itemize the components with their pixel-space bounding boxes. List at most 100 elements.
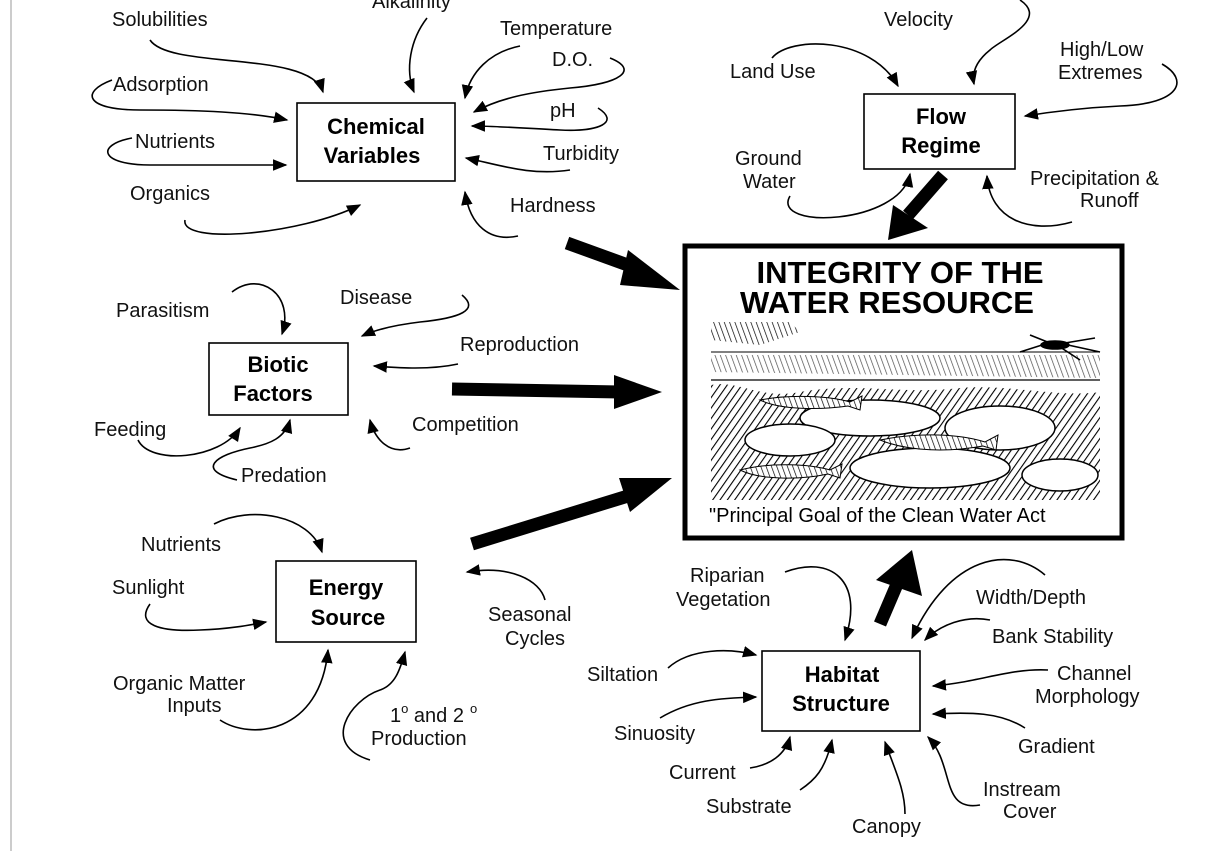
energy-source-group: Energy Source Nutrients Sunlight Organic… bbox=[112, 478, 672, 761]
label-siltation: Siltation bbox=[587, 664, 658, 686]
flow-regime-box bbox=[863, 93, 1016, 170]
label-temperature: Temperature bbox=[500, 18, 612, 40]
label-do: D.O. bbox=[552, 49, 593, 71]
label-bank-stability: Bank Stability bbox=[992, 626, 1113, 648]
arrow-ground-water bbox=[787, 172, 914, 219]
chemical-variables-box bbox=[296, 102, 456, 182]
arrow-hardness bbox=[461, 190, 519, 238]
arrow-competition bbox=[367, 418, 411, 451]
label-seasonal-1: Seasonal bbox=[488, 604, 571, 626]
label-reproduction: Reproduction bbox=[460, 334, 579, 356]
label-ph: pH bbox=[550, 100, 576, 122]
biotic-to-integrity-arrow bbox=[451, 382, 621, 399]
habitat-structure-box bbox=[761, 650, 921, 732]
label-organic-1: Organic Matter bbox=[113, 673, 246, 695]
energy-to-integrity-arrowhead bbox=[619, 478, 672, 512]
arrow-riparian bbox=[784, 566, 855, 642]
label-parasitism: Parasitism bbox=[116, 300, 209, 322]
energy-source-title-1: Energy bbox=[309, 575, 384, 600]
production-1-sup: o bbox=[401, 701, 408, 716]
integrity-title-2: WATER RESOURCE bbox=[740, 285, 1034, 320]
integrity-title-1: INTEGRITY OF THE bbox=[756, 255, 1043, 290]
stream-illustration bbox=[711, 320, 1103, 500]
label-riparian-2: Vegetation bbox=[676, 589, 771, 611]
arrow-land-use bbox=[771, 43, 899, 88]
habitat-to-integrity-arrow bbox=[874, 579, 904, 627]
habitat-structure-title-2: Structure bbox=[792, 691, 890, 716]
energy-source-title-2: Source bbox=[311, 605, 386, 630]
label-seasonal-2: Cycles bbox=[505, 628, 565, 650]
energy-to-integrity-arrow bbox=[470, 489, 630, 551]
production-2-sup: o bbox=[470, 701, 477, 716]
flow-regime-group: Flow Regime Velocity Land Use High/Low E… bbox=[730, 0, 1178, 240]
label-high-low-2: Extremes bbox=[1058, 62, 1142, 84]
production-and-2: and 2 bbox=[408, 705, 464, 727]
chemical-variables-group: Chemical Variables Solubilities Alkalini… bbox=[91, 0, 625, 238]
integrity-group: INTEGRITY OF THE WATER RESOURCE bbox=[682, 243, 1125, 541]
arrow-channel bbox=[931, 669, 1049, 691]
label-organics: Organics bbox=[130, 183, 210, 205]
flow-regime-title-2: Regime bbox=[901, 133, 980, 158]
label-sinuosity: Sinuosity bbox=[614, 723, 695, 745]
arrow-precip bbox=[982, 174, 1073, 227]
arrow-substrate bbox=[799, 738, 835, 791]
arrow-bank-stability bbox=[923, 617, 991, 642]
arrow-ph bbox=[470, 107, 608, 132]
label-high-low-1: High/Low bbox=[1060, 39, 1144, 61]
label-disease: Disease bbox=[340, 287, 412, 309]
arrow-feeding bbox=[137, 426, 241, 457]
arrow-alkalinity bbox=[403, 17, 428, 94]
arrow-high-low bbox=[1023, 63, 1178, 120]
label-instream-2: Cover bbox=[1003, 801, 1057, 823]
label-channel-2: Morphology bbox=[1035, 686, 1140, 708]
chemical-to-integrity-arrowhead bbox=[620, 250, 680, 290]
chemical-variables-title-2: Variables bbox=[324, 143, 421, 168]
label-land-use: Land Use bbox=[730, 61, 816, 83]
label-canopy: Canopy bbox=[852, 816, 921, 838]
arrow-organics bbox=[184, 204, 362, 235]
arrow-width-depth bbox=[911, 558, 1046, 640]
label-ground-water-2: Water bbox=[743, 171, 796, 193]
arrow-nutrients-chem bbox=[107, 137, 288, 171]
label-production-2: Production bbox=[371, 728, 467, 750]
chemical-variables-title-1: Chemical bbox=[327, 114, 425, 139]
label-nutrients-chem: Nutrients bbox=[135, 131, 215, 153]
label-ground-water-1: Ground bbox=[735, 148, 802, 170]
label-alkalinity: Alkalinity bbox=[372, 0, 451, 13]
arrow-sinuosity bbox=[659, 691, 758, 719]
label-turbidity: Turbidity bbox=[543, 143, 619, 165]
label-width-depth: Width/Depth bbox=[976, 587, 1086, 609]
label-hardness: Hardness bbox=[510, 195, 596, 217]
arrow-current bbox=[749, 735, 793, 769]
label-instream-1: Instream bbox=[983, 779, 1061, 801]
arrow-gradient bbox=[931, 707, 1026, 729]
label-precip-1: Precipitation & bbox=[1030, 168, 1160, 190]
arrow-organic bbox=[219, 648, 333, 731]
label-organic-2: Inputs bbox=[167, 695, 221, 717]
label-channel-1: Channel bbox=[1057, 663, 1132, 685]
arrow-nutrients-energy bbox=[213, 513, 324, 554]
arrow-seasonal bbox=[465, 564, 546, 601]
label-gradient: Gradient bbox=[1018, 736, 1095, 758]
label-velocity: Velocity bbox=[884, 9, 953, 31]
arrow-siltation bbox=[667, 646, 758, 669]
flow-regime-title-1: Flow bbox=[916, 104, 967, 129]
label-precip-2: Runoff bbox=[1080, 190, 1139, 212]
arrow-temperature bbox=[461, 45, 521, 100]
label-feeding: Feeding bbox=[94, 419, 166, 441]
flow-to-integrity-arrowhead bbox=[888, 205, 928, 240]
biotic-factors-box bbox=[208, 342, 349, 416]
arrow-adsorption bbox=[91, 79, 289, 123]
chemical-to-integrity-arrow bbox=[564, 236, 639, 275]
arrow-parasitism bbox=[231, 283, 292, 336]
habitat-structure-group: Habitat Structure Riparian Vegetation Wi… bbox=[587, 550, 1140, 838]
arrow-instream bbox=[927, 735, 981, 807]
arrow-canopy bbox=[883, 740, 906, 815]
label-substrate: Substrate bbox=[706, 796, 792, 818]
arrow-reproduction bbox=[372, 361, 459, 373]
arrow-do bbox=[472, 57, 625, 113]
arrow-turbidity bbox=[464, 154, 571, 173]
integrity-caption: "Principal Goal of the Clean Water Act bbox=[709, 505, 1046, 527]
